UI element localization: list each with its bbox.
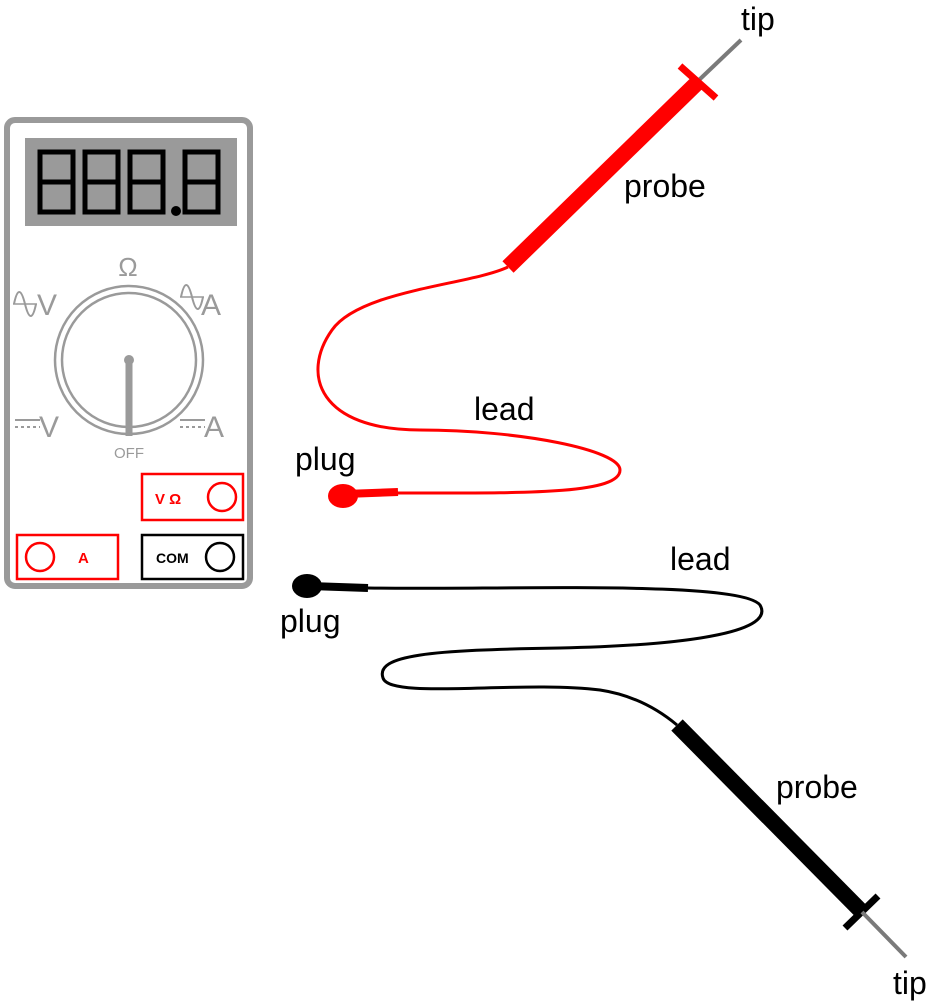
ac-amps-range: A [180, 284, 221, 322]
seven-segment-digits [37, 149, 221, 215]
red-tip [697, 38, 743, 82]
red-lead-wire [316, 265, 622, 495]
digit-1 [37, 149, 76, 215]
ac-volts-label: V [37, 289, 57, 322]
dc-amps-label: A [204, 411, 224, 444]
digit-4 [182, 149, 221, 215]
red-probe-label: probe [624, 168, 706, 204]
volt-ohm-jack[interactable]: V Ω [140, 472, 245, 522]
volt-ohm-socket [206, 481, 238, 513]
dc-volts-range: V [15, 411, 59, 444]
red-plug-label: plug [295, 441, 356, 477]
ac-volts-range: V [13, 289, 57, 322]
amps-jack-label: A [78, 550, 89, 567]
red-probe-body [502, 76, 704, 273]
dc-volts-label: V [39, 411, 59, 444]
volt-ohm-jack-label: V Ω [155, 491, 181, 508]
black-tip-label: tip [893, 965, 927, 1001]
red-tip-label: tip [741, 1, 775, 37]
black-tip [860, 910, 908, 959]
dc-amps-range: A [180, 411, 224, 444]
ac-amps-label: A [201, 289, 221, 322]
common-jack-label: COM [156, 550, 189, 566]
black-probe-guard [842, 893, 881, 931]
off-position-label: OFF [114, 445, 144, 462]
meter-display [25, 138, 237, 226]
digit-2 [82, 149, 121, 215]
rotary-selector-knob[interactable] [53, 284, 205, 436]
multimeter: Ω V A V A OFF [4, 117, 253, 589]
red-test-lead[interactable] [316, 38, 743, 508]
common-jack[interactable]: COM [140, 533, 245, 581]
black-plug-neck [309, 582, 369, 592]
knob-pivot [124, 355, 134, 365]
common-socket [204, 541, 236, 573]
amps-socket [24, 541, 56, 573]
red-probe-guard [677, 63, 719, 101]
digit-3 [127, 149, 166, 215]
black-lead-wire [367, 586, 764, 727]
red-plug [328, 484, 358, 508]
black-probe-body [671, 719, 866, 916]
black-plug [292, 574, 322, 598]
ohm-range-label: Ω [118, 252, 137, 282]
black-lead-label: lead [670, 541, 731, 577]
black-test-lead[interactable] [292, 574, 908, 959]
decimal-point [171, 206, 181, 216]
black-probe-label: probe [776, 769, 858, 805]
black-plug-label: plug [280, 603, 341, 639]
red-lead-label: lead [474, 391, 535, 427]
amps-jack[interactable]: A [15, 533, 120, 581]
